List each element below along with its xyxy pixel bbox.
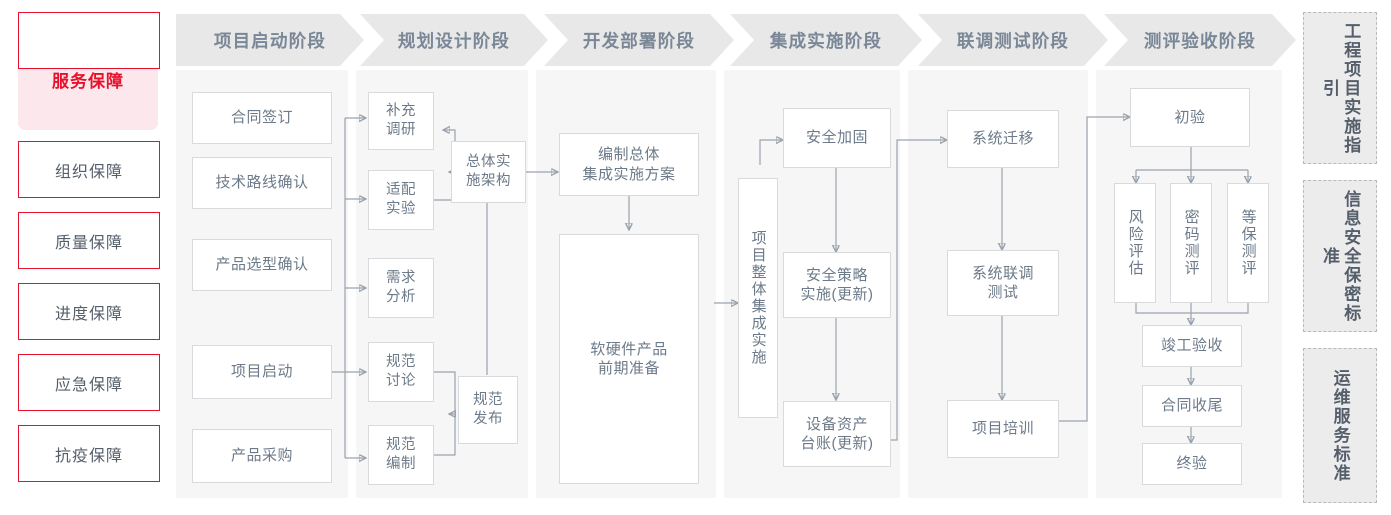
sidebar-infosec-confidentiality-standard[interactable]: 信息安全保密标准 (1303, 180, 1377, 332)
node-preliminary-acceptance[interactable]: 初验 (1130, 88, 1250, 147)
sidebar-om-service-standard[interactable]: 运维服务标准 (1303, 348, 1377, 503)
phase-header-dev-deployment[interactable]: 开发部署阶段 (544, 14, 734, 66)
guarantee-item-quality[interactable]: 质量保障 (18, 212, 160, 269)
node-system-migration[interactable]: 系统迁移 (947, 110, 1059, 168)
node-security-hardening[interactable]: 安全加固 (783, 108, 891, 168)
node-project-kickoff[interactable]: 项目启动 (192, 345, 332, 399)
node-hardware-software-preparation[interactable]: 软硬件产品前期准备 (559, 234, 699, 484)
service-guarantee-panel: 集成实施 服务保障 组织保障 质量保障 进度保障 应急保障 抗疫保障 (18, 12, 160, 504)
node-tech-route-confirm[interactable]: 技术路线确认 (192, 157, 332, 209)
guarantee-item-epidemic[interactable]: 抗疫保障 (18, 425, 160, 482)
node-completion-acceptance[interactable]: 竣工验收 (1142, 325, 1242, 367)
guarantee-item-emergency[interactable]: 应急保障 (18, 354, 160, 411)
node-contract-signing[interactable]: 合同签订 (192, 92, 332, 144)
node-project-training[interactable]: 项目培训 (947, 400, 1059, 458)
node-supplementary-research[interactable]: 补充调研 (368, 92, 434, 150)
phase-header-evaluation-accept[interactable]: 测评验收阶段 (1104, 14, 1296, 66)
sidebar-engineering-project-guideline[interactable]: 工程项目实施指引 (1303, 12, 1377, 164)
phase-header-project-start[interactable]: 项目启动阶段 (176, 14, 364, 66)
phase-header-integration[interactable]: 集成实施阶段 (730, 14, 922, 66)
node-risk-assessment[interactable]: 风险评估 (1114, 183, 1156, 303)
node-overall-implementation-architecture[interactable]: 总体实施架构 (451, 141, 526, 203)
node-adaptation-experiment[interactable]: 适配实验 (368, 170, 434, 230)
node-mlps-evaluation[interactable]: 等保测评 (1227, 183, 1269, 303)
panel-title-line2: 服务保障 (52, 72, 124, 91)
node-equipment-asset-ledger[interactable]: 设备资产台账(更新) (783, 401, 891, 467)
node-standard-discussion[interactable]: 规范讨论 (368, 342, 434, 402)
node-contract-closeout[interactable]: 合同收尾 (1142, 385, 1242, 427)
sidebar-label-om-service: 运维服务标准 (1330, 368, 1350, 483)
node-product-procurement[interactable]: 产品采购 (192, 429, 332, 483)
phase-header-joint-testing[interactable]: 联调测试阶段 (918, 14, 1108, 66)
node-standard-release[interactable]: 规范发布 (458, 376, 518, 444)
guarantee-item-organization[interactable]: 组织保障 (18, 141, 160, 198)
node-final-acceptance[interactable]: 终验 (1142, 443, 1242, 485)
node-security-policy-implementation[interactable]: 安全策略实施(更新) (783, 252, 891, 318)
node-standard-drafting[interactable]: 规范编制 (368, 425, 434, 485)
node-requirement-analysis[interactable]: 需求分析 (368, 258, 434, 318)
node-cryptography-evaluation[interactable]: 密码测评 (1170, 183, 1212, 303)
phase-header-planning-design[interactable]: 规划设计阶段 (360, 14, 548, 66)
guarantee-item-schedule[interactable]: 进度保障 (18, 283, 160, 340)
sidebar-label-engineering: 工程项目实施指引 (1320, 21, 1361, 155)
sidebar-label-infosec: 信息安全保密标准 (1320, 189, 1361, 323)
node-product-model-confirm[interactable]: 产品选型确认 (192, 239, 332, 291)
node-overall-project-integration[interactable]: 项目整体集成实施 (738, 178, 778, 418)
node-system-joint-test[interactable]: 系统联调测试 (947, 250, 1059, 316)
node-overall-integration-plan[interactable]: 编制总体集成实施方案 (559, 133, 699, 196)
